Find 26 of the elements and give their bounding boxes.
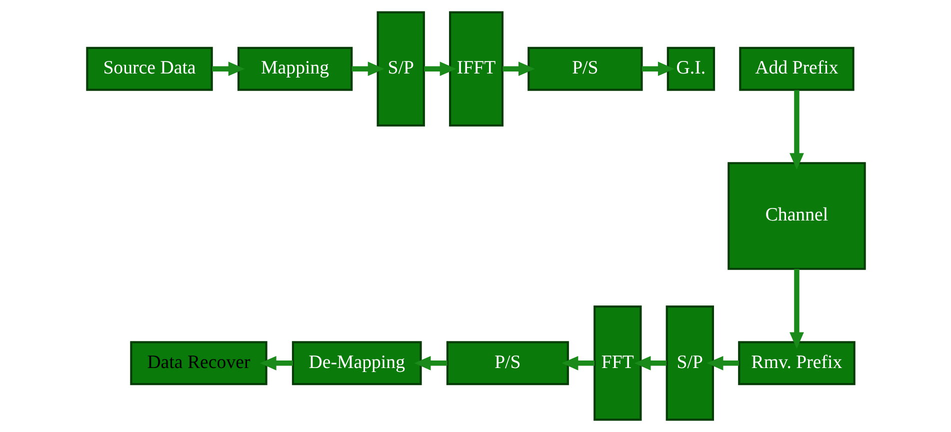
- node-box: S/P: [665, 306, 714, 421]
- arrow: [212, 62, 244, 76]
- arrow: [706, 356, 739, 370]
- node-box: IFFT: [448, 11, 503, 126]
- node-box: FFT: [593, 306, 642, 421]
- arrow: [789, 90, 804, 170]
- node-box: Channel: [727, 162, 866, 270]
- arrow: [424, 62, 456, 76]
- node-box: De-Mapping: [291, 341, 422, 386]
- node-box: S/P: [376, 11, 424, 126]
- node-box: Data Recover: [130, 341, 267, 386]
- node-box: P/S: [527, 46, 642, 91]
- node-box: Add Prefix: [738, 46, 854, 91]
- arrow: [634, 356, 666, 370]
- node-box: Mapping: [236, 46, 352, 91]
- arrow: [502, 62, 534, 76]
- node-box: Rmv. Prefix: [738, 341, 855, 386]
- arrow: [789, 269, 804, 349]
- arrow: [414, 356, 447, 370]
- arrow: [259, 356, 292, 370]
- arrow: [641, 62, 674, 76]
- arrow: [351, 62, 384, 76]
- arrow: [561, 356, 594, 370]
- node-box: Source Data: [86, 46, 212, 91]
- node-box: G.I.: [666, 46, 715, 91]
- node-box: P/S: [446, 341, 568, 386]
